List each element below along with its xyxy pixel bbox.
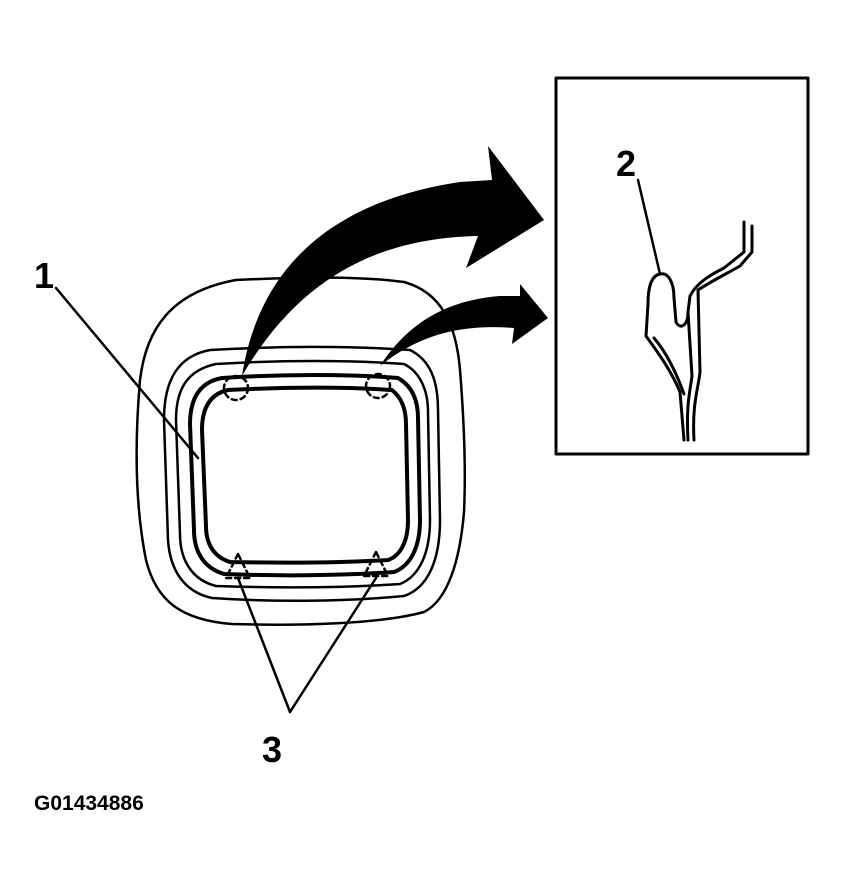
detail-inset — [554, 76, 810, 456]
upper-left-clip-marker — [222, 374, 250, 402]
clip-profile-left — [644, 272, 686, 442]
clip-profile-stem-a — [685, 310, 694, 442]
clip-profile-web — [652, 336, 686, 396]
figure-id: G01434886 — [34, 792, 144, 815]
large-arrow — [242, 146, 544, 376]
detail-inset-frame — [554, 76, 810, 456]
upper-right-clip-marker — [364, 372, 392, 400]
outer-body-outline — [135, 276, 467, 626]
middle-flange-outline — [174, 359, 432, 589]
leader-line-1 — [54, 286, 200, 460]
rim-inner-line — [200, 385, 410, 565]
lower-right-tab-marker — [362, 550, 390, 578]
clip-profile-hook — [658, 220, 746, 328]
callout-label-2: 2 — [616, 143, 636, 184]
callout-label-3: 3 — [262, 729, 282, 770]
leader-line-2 — [636, 178, 662, 276]
leader-line-3a — [236, 576, 292, 714]
clip-profile-inner — [696, 224, 754, 292]
small-arrow — [380, 284, 548, 366]
rim-outer-line — [188, 373, 422, 578]
callout-label-1: 1 — [34, 255, 54, 296]
leader-line-3b — [288, 576, 378, 714]
outer-flange-outline — [162, 345, 442, 603]
panel-assembly — [135, 276, 467, 626]
clip-profile-stem-b — [692, 288, 702, 442]
